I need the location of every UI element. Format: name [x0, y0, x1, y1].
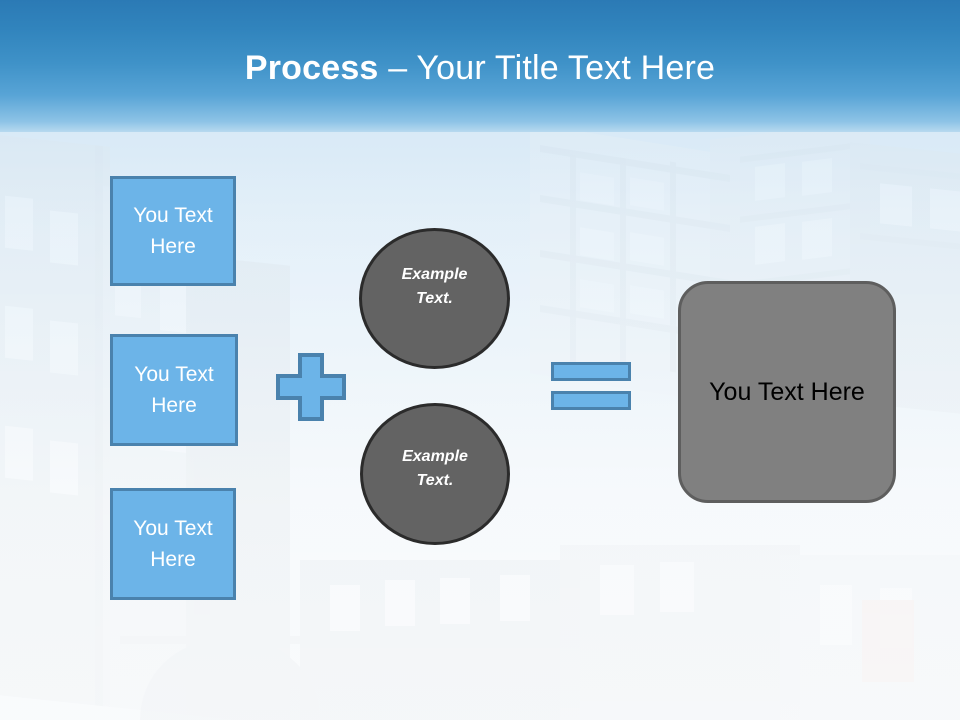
input-box-1-line1: You Text — [133, 204, 213, 227]
plus-icon — [276, 353, 346, 421]
title-rest-part: Your Title Text Here — [416, 49, 716, 87]
input-box-2-line1: You Text — [134, 363, 214, 386]
input-box-1[interactable]: You Text Here — [110, 176, 236, 286]
equals-bar-top — [551, 362, 631, 381]
equals-bar-bottom — [551, 391, 631, 410]
title-bar: Process – Your Title Text Here — [0, 0, 960, 132]
input-box-3-line2: Here — [150, 548, 196, 571]
example-circle-2-line2: Text. — [416, 472, 454, 489]
title-bold-part: Process — [244, 49, 379, 87]
result-box-label: You Text Here — [709, 377, 865, 406]
example-circle-1-line1: Example — [401, 265, 468, 283]
input-box-2-line2: Here — [151, 394, 197, 417]
title-separator: – — [378, 49, 417, 87]
example-circle-2[interactable]: Example Text. — [360, 403, 510, 545]
input-box-1-line2: Here — [150, 235, 196, 258]
example-circle-1-line2: Text. — [416, 289, 453, 307]
example-circle-2-line1: Example — [402, 448, 468, 465]
page-title: Process – Your Title Text Here — [0, 48, 960, 88]
input-box-2[interactable]: You Text Here — [110, 334, 238, 446]
input-box-3[interactable]: You Text Here — [110, 488, 236, 600]
result-box[interactable]: You Text Here — [678, 281, 896, 503]
equals-icon — [551, 362, 631, 410]
input-box-3-line1: You Text — [133, 517, 213, 540]
example-circle-1[interactable]: Example Text. — [359, 228, 510, 369]
